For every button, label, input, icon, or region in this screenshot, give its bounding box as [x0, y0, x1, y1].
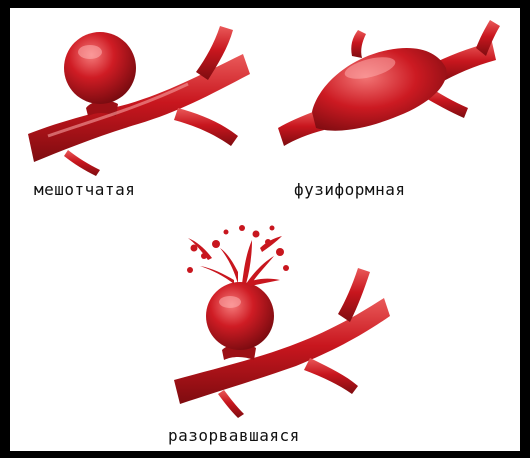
- saccular-aneurysm-icon: [28, 12, 258, 182]
- figure-panel: мешотчатая фузиформная разорвавшаяся: [10, 8, 520, 451]
- label-fusiform: фузиформная: [294, 180, 405, 199]
- label-ruptured: разорвавшаяся: [168, 426, 300, 445]
- fusiform-aneurysm-icon: [278, 16, 510, 156]
- ruptured-aneurysm-icon: [160, 220, 392, 420]
- label-saccular: мешотчатая: [34, 180, 135, 199]
